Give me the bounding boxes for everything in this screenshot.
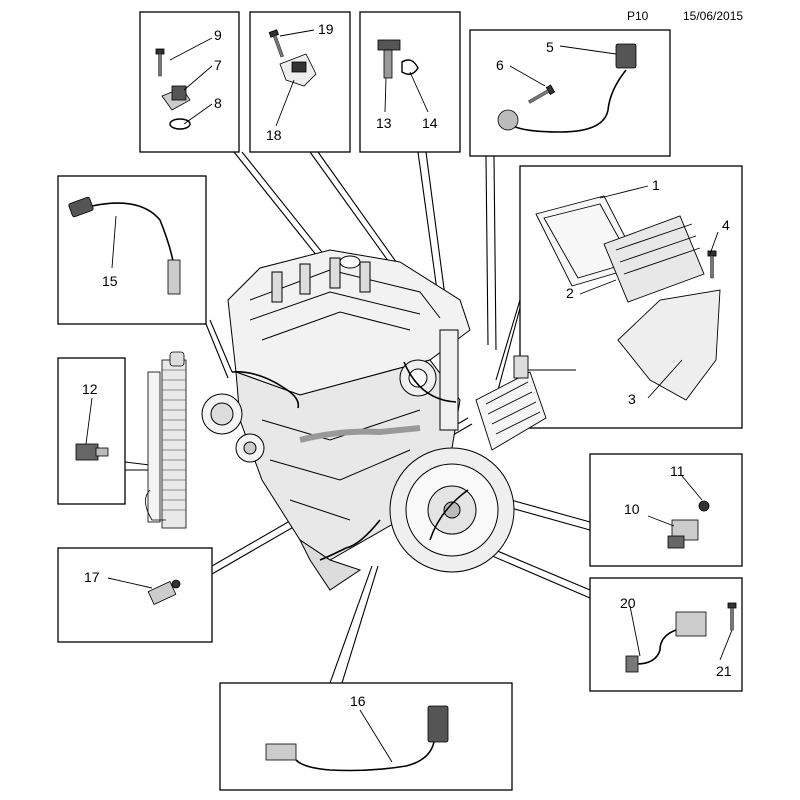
callout-20: 20 xyxy=(620,595,636,611)
engine-assembly xyxy=(201,249,515,591)
box-crank-sensor xyxy=(359,11,461,153)
part-crank-sensor xyxy=(377,39,419,79)
callout-2: 2 xyxy=(566,285,574,301)
callout-3: 3 xyxy=(628,391,636,407)
box-map-sensor xyxy=(249,11,351,153)
box-o2-sensor-lower xyxy=(219,682,513,791)
callout-5: 5 xyxy=(546,39,554,55)
part-map-sensor xyxy=(268,29,317,87)
part-o2-sensor-lower xyxy=(265,705,449,772)
part-knock-sensor xyxy=(497,43,637,133)
callout-13: 13 xyxy=(376,115,392,131)
callout-10: 10 xyxy=(624,501,640,517)
part-cam-sensor xyxy=(155,48,191,130)
callout-18: 18 xyxy=(266,127,282,143)
callout-15: 15 xyxy=(102,273,118,289)
callout-8: 8 xyxy=(214,95,222,111)
box-o2-sensor-upper xyxy=(57,175,207,325)
part-ecu xyxy=(535,195,721,401)
callout-12: 12 xyxy=(82,381,98,397)
callout-17: 17 xyxy=(84,569,100,585)
callout-1: 1 xyxy=(652,177,660,193)
box-pressure-switch xyxy=(57,547,213,643)
callout-16: 16 xyxy=(350,693,366,709)
box-cam-sensor xyxy=(139,11,240,153)
callout-6: 6 xyxy=(496,57,504,73)
callout-14: 14 xyxy=(422,115,438,131)
part-temp-sensor xyxy=(75,443,109,461)
page-code: P10 xyxy=(627,9,649,23)
callout-21: 21 xyxy=(716,663,732,679)
part-speed-sensor xyxy=(667,500,710,549)
callout-7: 7 xyxy=(214,57,222,73)
callout-11: 11 xyxy=(670,463,685,479)
part-pressure-switch xyxy=(147,579,181,605)
page-date: 15/06/2015 xyxy=(683,9,744,23)
part-exhaust-sensor xyxy=(625,602,737,673)
ecu-mounted xyxy=(475,355,547,451)
callout-19: 19 xyxy=(318,21,334,37)
part-o2-sensor-upper xyxy=(68,196,181,295)
box-speed-sensor xyxy=(589,453,743,567)
callout-4: 4 xyxy=(722,217,730,233)
box-ecu xyxy=(519,165,743,429)
box-temp-sensor xyxy=(57,357,126,505)
callout-9: 9 xyxy=(214,27,222,43)
box-exhaust-sensor xyxy=(589,577,743,692)
box-knock-sensor xyxy=(469,29,671,157)
